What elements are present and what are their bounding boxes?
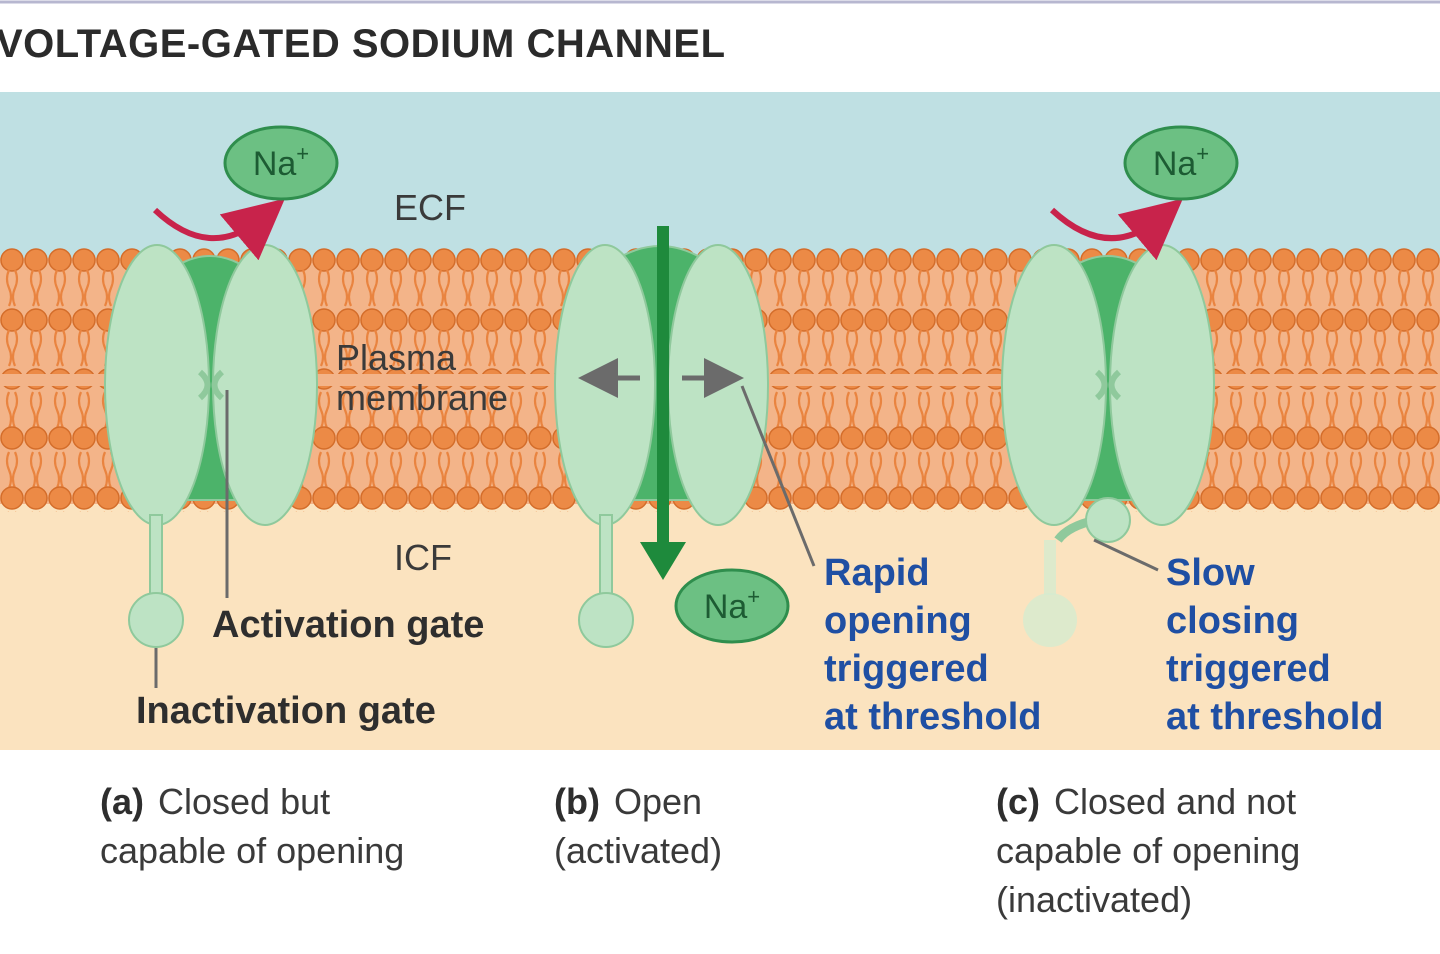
caption-b-line1: Open [613, 781, 703, 822]
channel-a-red-arrow [152, 198, 285, 261]
na-ion-b [674, 568, 790, 644]
na-ion-c-symbol: Na [1153, 145, 1197, 183]
caption-a: (a) Closed but capable of opening [100, 778, 404, 876]
diagram-title: VOLTAGE-GATED SODIUM CHANNEL [0, 22, 726, 66]
na-ion-c [1123, 125, 1239, 201]
caption-b: (b) Open (activated) [554, 778, 722, 876]
svg-text:Na+: Na+ [253, 141, 309, 183]
svg-text:Na+: Na+ [1153, 141, 1209, 183]
channel-a-right-subunit [212, 244, 318, 526]
channel-c-inactivated: Na+ [1001, 125, 1239, 647]
inactivation-gate-label: Inactivation gate [136, 690, 436, 732]
channel-c-right-subunit [1109, 244, 1215, 526]
rapid-opening-pointer [740, 385, 816, 567]
channel-b-inactivation-ball [578, 592, 634, 648]
icf-label: ICF [394, 537, 452, 578]
caption-a-line2: capable of opening [100, 829, 405, 871]
channel-a-closed: Na+ [104, 125, 339, 688]
slow-closing-pointer [1093, 538, 1159, 572]
plasma-membrane-label: Plasma membrane [336, 337, 509, 419]
channel-c-inactivation-ball [1085, 497, 1131, 543]
channel-c-left-subunit [1001, 244, 1107, 526]
na-ion-a [223, 125, 339, 201]
channel-a-left-subunit [104, 244, 210, 526]
svg-text:Na+: Na+ [704, 584, 760, 626]
caption-b-letter: (b) [554, 781, 600, 822]
caption-c: (c) Closed and not capable of opening (in… [996, 778, 1300, 925]
caption-c-line1: Closed and not [1054, 781, 1297, 822]
plasma-membrane-label-line2: membrane [336, 377, 509, 419]
rapid-opening-line1: Rapid [824, 552, 930, 594]
channel-c-ghost-stalk [1044, 540, 1056, 595]
channel-c-red-arrow [1049, 198, 1183, 261]
caption-c-line2: capable of opening [996, 829, 1301, 871]
channel-b-open: Na+ [554, 226, 816, 648]
caption-b-line2: (activated) [554, 829, 723, 871]
activation-gate-label: Activation gate [212, 604, 485, 646]
slow-closing-line2: closing [1166, 599, 1300, 642]
rapid-opening-line3: triggered [824, 647, 989, 690]
ecf-label: ECF [394, 187, 466, 228]
channel-b-influx-head [640, 542, 686, 580]
plasma-membrane-label-line1: Plasma [336, 337, 457, 378]
na-ion-a-charge: + [296, 141, 309, 166]
channel-b-right-subunit [667, 244, 769, 526]
caption-a-letter: (a) [100, 781, 144, 822]
rapid-opening-line4: at threshold [824, 695, 1042, 738]
channel-c-activation-gate [1094, 369, 1122, 401]
caption-c-letter: (c) [996, 781, 1040, 822]
slow-closing-line4: at threshold [1166, 695, 1384, 738]
channel-a-inactivation-ball [128, 592, 184, 648]
rapid-opening-label: Rapid opening triggered at threshold [824, 550, 1041, 742]
slow-closing-line3: triggered [1166, 647, 1331, 690]
na-ion-b-symbol: Na [704, 588, 748, 626]
caption-c-line3: (inactivated) [996, 878, 1193, 920]
channel-a-gate-stalk [149, 514, 163, 596]
channel-c-ghost-ball [1023, 593, 1077, 647]
channel-a-activation-gate [197, 369, 225, 401]
channel-b-left-subunit [554, 244, 656, 526]
slow-closing-line1: Slow [1166, 552, 1255, 594]
na-ion-a-symbol: Na [253, 145, 297, 183]
na-ion-c-charge: + [1196, 141, 1209, 166]
na-ion-b-charge: + [747, 584, 760, 609]
slow-closing-label: Slow closing triggered at threshold [1166, 550, 1383, 742]
rapid-opening-line2: opening [824, 599, 972, 642]
channel-b-gate-stalk [599, 514, 613, 596]
caption-a-line1: Closed but [158, 781, 331, 822]
